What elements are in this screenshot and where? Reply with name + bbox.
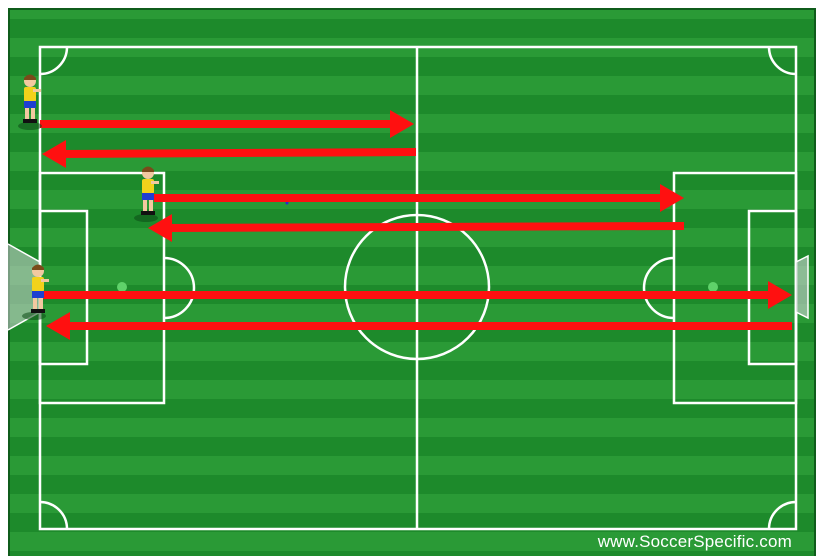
watermark: www.SoccerSpecific.com <box>598 532 792 552</box>
right-goal <box>796 256 808 318</box>
grass <box>10 10 814 556</box>
right-penalty-spot <box>708 282 718 292</box>
left-penalty-spot <box>117 282 127 292</box>
